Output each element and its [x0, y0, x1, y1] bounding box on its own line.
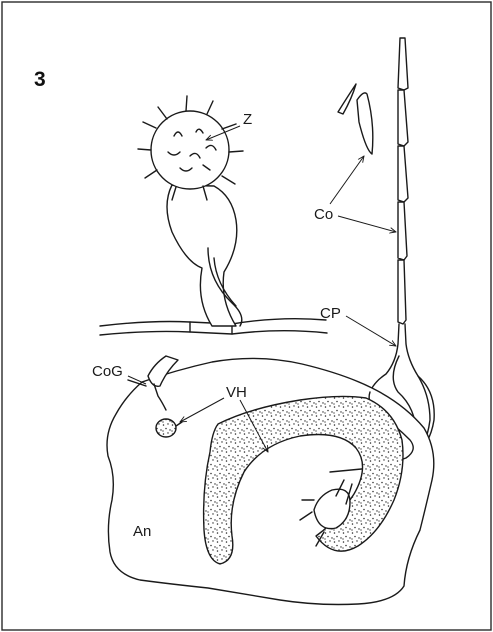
zoospore-sphere [151, 111, 229, 189]
vegetative-hypha-small [156, 419, 176, 437]
label-an: An [133, 523, 151, 540]
conidium-chain-5 [398, 260, 406, 324]
label-vh: VH [226, 384, 247, 401]
label-z: Z [243, 111, 252, 128]
label-cp: CP [320, 305, 341, 322]
label-co: Co [314, 206, 333, 223]
label-cog: CoG [92, 363, 123, 380]
panel-number: 3 [34, 68, 46, 91]
